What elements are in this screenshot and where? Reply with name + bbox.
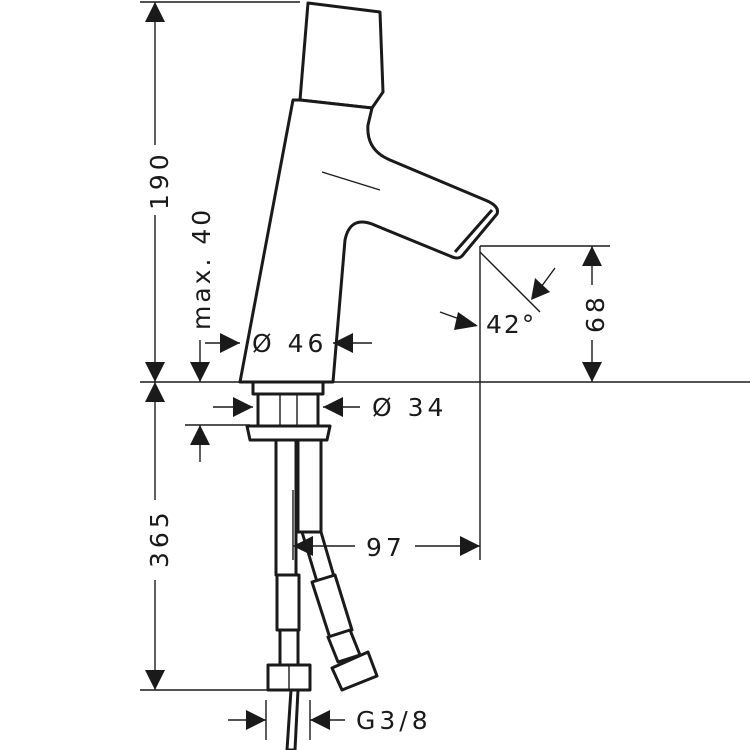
dimension-label: 97: [366, 533, 406, 562]
dimension-label: Ø 46: [252, 329, 327, 358]
dimension-label: G3/8: [356, 706, 432, 735]
dimension-label: 68: [581, 293, 610, 333]
dimension-max-40: max. 40: [187, 207, 216, 462]
faucet-body: [238, 1, 499, 384]
dimension-label: Ø 34: [372, 393, 447, 422]
dimension-thread-g38: G3/8: [228, 706, 432, 735]
supply-hoses: [266, 438, 379, 750]
dimension-label: max. 40: [187, 207, 216, 330]
dimension-label: 190: [145, 150, 174, 210]
dimension-label: 42°: [486, 310, 536, 339]
extension-lines: [140, 1, 750, 740]
dimension-projection-97: 97: [293, 533, 480, 562]
dimension-diameter-34: Ø 34: [213, 393, 447, 422]
dimension-diameter-46: Ø 46: [205, 329, 372, 358]
dimension-spout-height-68: 68: [581, 246, 610, 382]
dimension-label: 365: [145, 508, 174, 568]
mounting-shank: [245, 380, 332, 442]
dimension-angle-42: 42°: [439, 267, 556, 339]
dimension-length-365: 365: [145, 382, 174, 690]
dimension-height-190: 190: [145, 2, 174, 382]
